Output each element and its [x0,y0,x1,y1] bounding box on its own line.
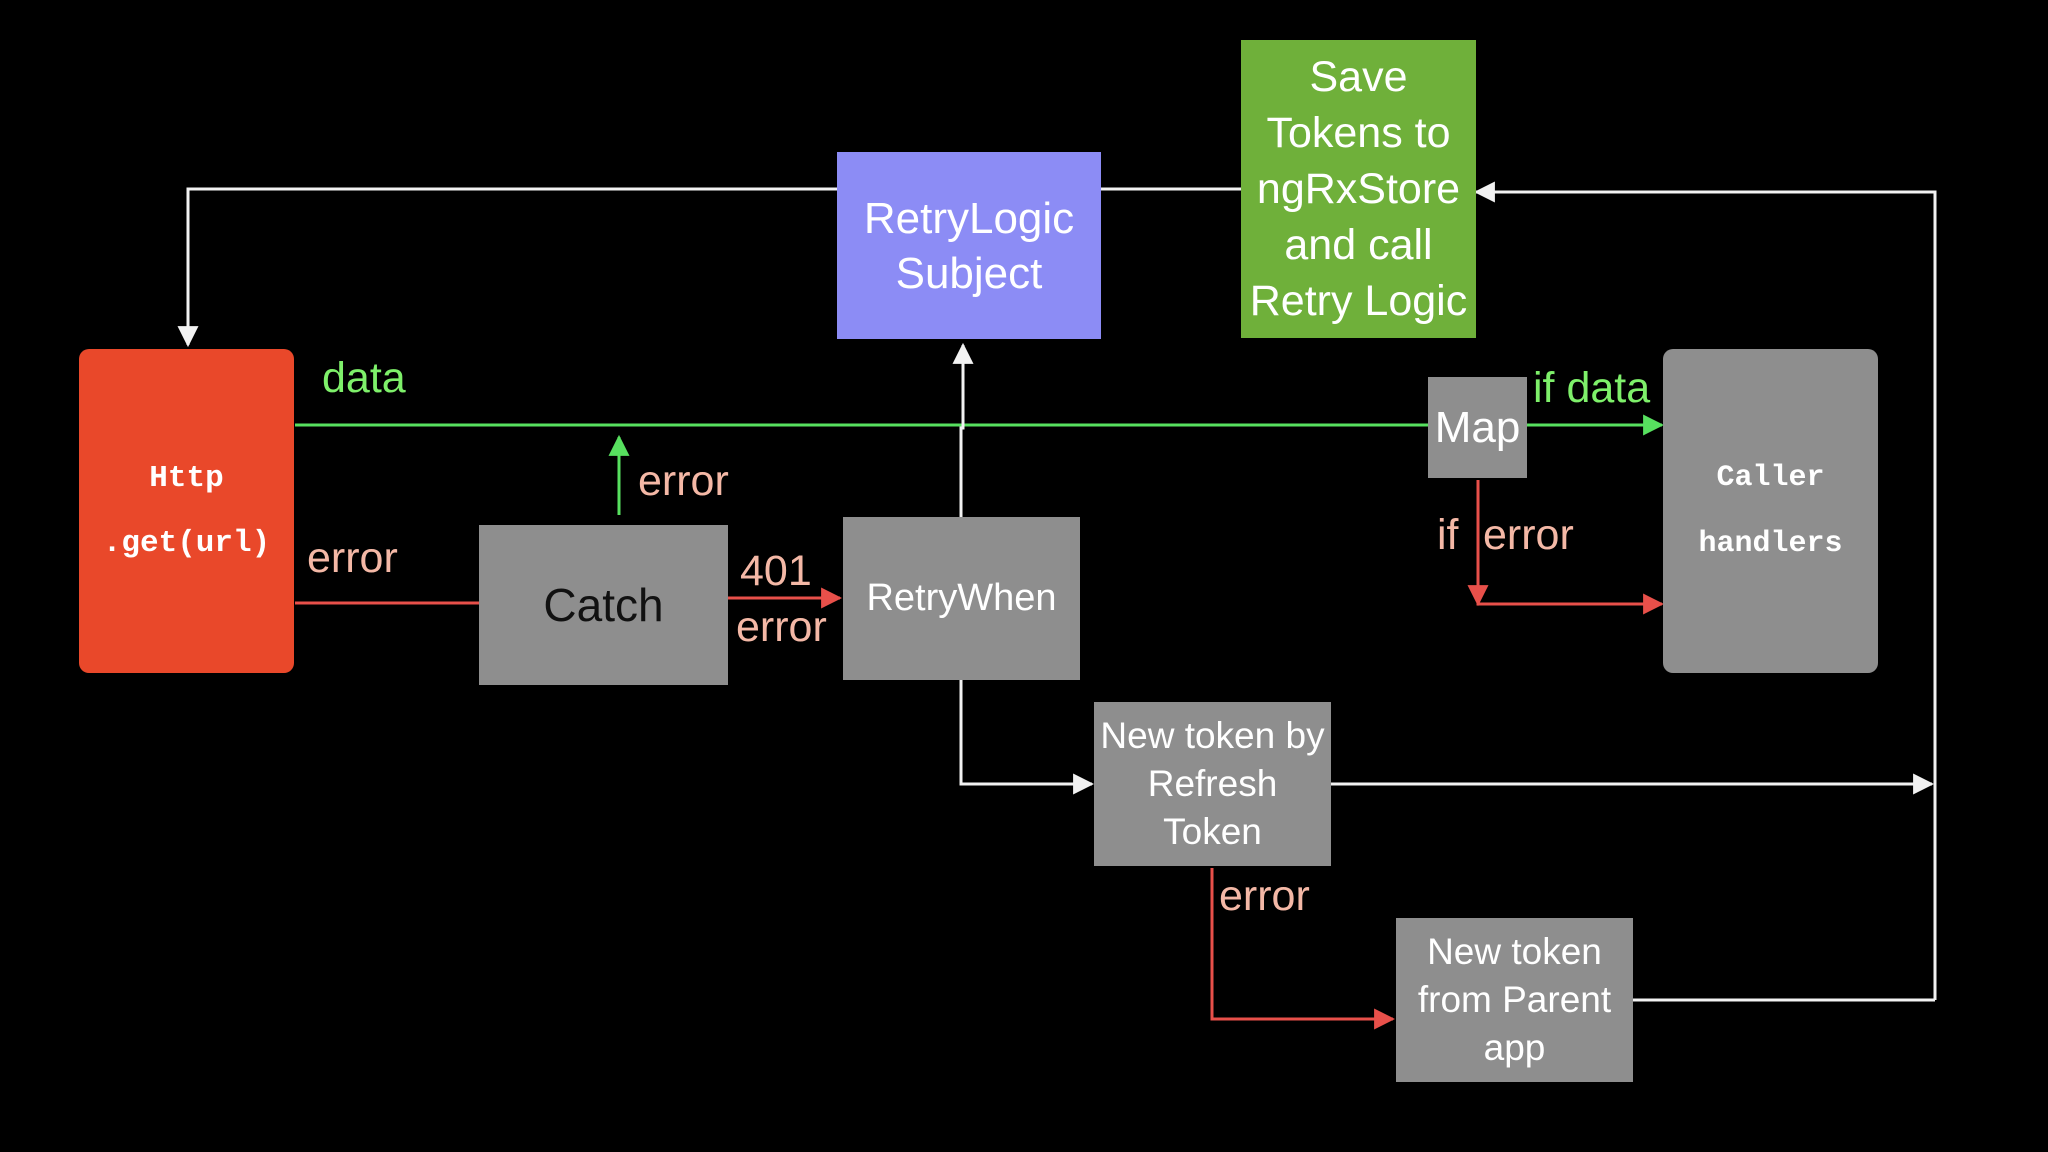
label-if: if [1437,511,1459,559]
label-catch-error-up: error [638,457,729,505]
label-refresh-error: error [1219,872,1310,920]
edge-refresh-to-parent [1210,868,1396,1030]
save-tokens-node: Save Tokens to ngRxStore and call Retry … [1241,40,1476,338]
retry-logic-subject-node: RetryLogic Subject [837,152,1101,339]
http-get-node: Http .get(url) [79,349,294,673]
catch-node: Catch [479,525,728,685]
edge-retry-subject-to-http [177,187,837,348]
retry-when-node: RetryWhen [843,517,1080,680]
parent-app-node: New token from Parent app [1396,918,1633,1082]
label-map-error: error [1483,511,1574,559]
label-401: 401 [740,547,812,595]
label-401-error: error [736,603,827,651]
label-data: data [322,354,406,402]
label-http-error: error [307,534,398,582]
caller-handlers-node: Caller handlers [1663,349,1878,673]
edge-right-loop-to-save-tokens [1473,181,1937,1000]
refresh-token-node: New token by Refresh Token [1094,702,1331,866]
edge-retrywhen-to-refresh [959,680,1095,795]
map-node: Map [1428,377,1527,478]
label-if-data: if data [1533,364,1651,412]
edge-retrywhen-to-subject [952,342,974,517]
